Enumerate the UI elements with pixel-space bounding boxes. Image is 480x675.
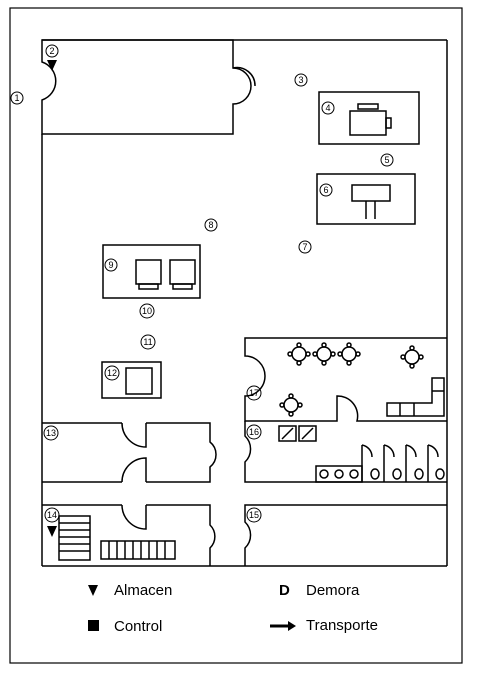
marker-11: 11 [140, 334, 156, 350]
table-group [279, 342, 424, 417]
machine-4-top [357, 103, 379, 110]
machine-6 [351, 184, 391, 202]
machine-12-area [101, 361, 162, 399]
sink [298, 425, 317, 442]
sink [278, 425, 297, 442]
door-arc [121, 504, 147, 530]
svg-text:13: 13 [46, 428, 56, 438]
svg-text:2: 2 [49, 46, 54, 56]
svg-text:17: 17 [249, 388, 259, 398]
machine-12 [125, 367, 153, 395]
legend-square-icon [88, 620, 99, 631]
machine-4 [349, 110, 387, 136]
svg-text:8: 8 [208, 220, 213, 230]
machine-9a [135, 259, 162, 285]
svg-text:16: 16 [249, 427, 259, 437]
marker-9: 9 [104, 258, 118, 272]
legend-transporte: Transporte [306, 617, 378, 634]
room-13 [42, 422, 217, 483]
marker-7: 7 [298, 240, 312, 254]
shelf-14 [58, 515, 91, 561]
machine-4-side [385, 117, 392, 129]
legend-demora-symbol: D [279, 582, 290, 599]
room-14 [42, 504, 216, 566]
door-arc [121, 422, 147, 448]
marker-3: 3 [294, 73, 308, 87]
marker-16: 16 [246, 424, 262, 440]
door-arc [121, 457, 147, 483]
machine-6-area [316, 173, 416, 225]
sofa [386, 377, 445, 417]
legend-control: Control [114, 618, 163, 635]
door-arc [232, 66, 256, 87]
marker-4: 4 [321, 101, 335, 115]
svg-text:14: 14 [47, 510, 57, 520]
machine-9a-base [138, 283, 159, 290]
svg-text:1: 1 [14, 93, 19, 103]
room-16 [244, 421, 447, 483]
svg-text:7: 7 [302, 242, 307, 252]
marker-6: 6 [319, 183, 333, 197]
machine-9b [169, 259, 196, 285]
sink-line [281, 427, 294, 440]
lavatory-counter [315, 465, 363, 483]
room-2 [41, 39, 252, 135]
legend-demora: Demora [306, 582, 360, 599]
marker-5: 5 [380, 153, 394, 167]
marker-8: 8 [204, 218, 218, 232]
room-17 [244, 337, 447, 422]
marker-2: 2 [45, 44, 59, 58]
marker-1: 1 [10, 91, 24, 105]
machine-4-area [318, 91, 420, 145]
svg-text:6: 6 [323, 185, 328, 195]
svg-text:5: 5 [384, 155, 389, 165]
room-15 [244, 504, 447, 566]
toilet-stalls [361, 444, 445, 482]
machine-9b-base [172, 283, 193, 290]
svg-text:10: 10 [142, 306, 152, 316]
sink-line [301, 427, 314, 440]
rack-14 [100, 540, 176, 560]
svg-text:4: 4 [325, 103, 330, 113]
machine-9-area [102, 244, 201, 299]
marker-12: 12 [104, 365, 120, 381]
svg-text:9: 9 [108, 260, 113, 270]
svg-text:11: 11 [143, 337, 152, 347]
svg-text:15: 15 [249, 510, 259, 520]
marker-15: 15 [246, 507, 262, 523]
almacen-symbol [47, 526, 57, 537]
svg-text:12: 12 [107, 368, 117, 378]
marker-17: 17 [246, 385, 262, 401]
outer-frame [9, 7, 463, 664]
legend-almacen: Almacen [114, 582, 173, 599]
marker-10: 10 [139, 303, 155, 319]
legend-arrow-head [288, 621, 296, 631]
legend-triangle-icon [88, 585, 98, 596]
almacen-symbol [47, 60, 57, 71]
marker-14: 14 [44, 507, 60, 523]
svg-text:3: 3 [298, 75, 303, 85]
marker-13: 13 [43, 425, 59, 441]
